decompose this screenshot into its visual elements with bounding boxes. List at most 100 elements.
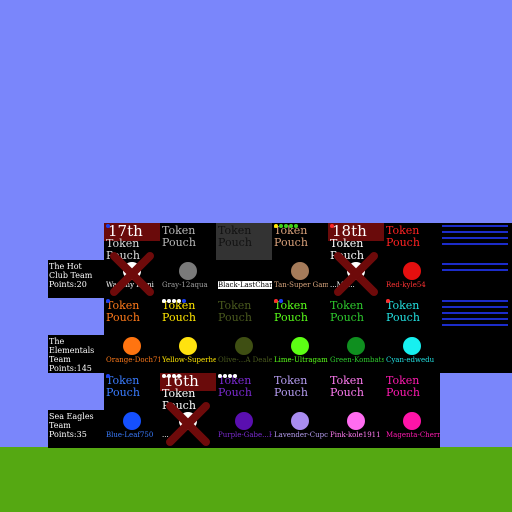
token-pouch-line1: Token: [386, 224, 420, 237]
player-name: Lavender-Cupcake23: [274, 431, 328, 439]
player-slot[interactable]: Cyan-edwedu: [384, 335, 440, 373]
player-slot[interactable]: Green-Kombatstorm: [328, 335, 384, 373]
token-pip: [172, 374, 176, 378]
player-slot[interactable]: Orange-Doch71: [104, 335, 160, 373]
player-slot[interactable]: Black-LastChance: [216, 260, 272, 298]
player-token: [123, 337, 141, 355]
token-pip: [294, 224, 298, 228]
player-name: Yellow-Superhero Ahmed: [162, 356, 216, 364]
token-pouch-line1: Token: [330, 374, 364, 387]
player-name: Olive-...A Dealer_Mix: [218, 356, 272, 364]
token-pip: [162, 374, 166, 378]
side-panel-text: [442, 225, 508, 227]
token-pouch-line1: Token: [218, 224, 252, 237]
token-pouch-line1: Token: [330, 237, 364, 250]
player-slot[interactable]: Olive-...A Dealer_Mix: [216, 335, 272, 373]
player-slot[interactable]: Lime-Ultragamer564: [272, 335, 328, 373]
token-pouch-line2: Pouch: [162, 236, 196, 249]
token-pip: [167, 374, 171, 378]
side-panel-text: [442, 231, 508, 233]
token-pouch-line2: Pouch: [106, 249, 140, 261]
player-name: Wa...my moni: [106, 281, 154, 289]
player-name: Blue-Leaf750: [106, 431, 154, 439]
player-slot[interactable]: ...Ma...: [328, 252, 384, 298]
token-pip: [233, 374, 237, 378]
player-slot[interactable]: Yellow-Superhero Ahmed: [160, 335, 216, 373]
player-slot[interactable]: Red-kyle54: [384, 260, 440, 298]
player-slot[interactable]: ...: [160, 402, 216, 448]
player-slot[interactable]: Magenta-Cherry: [384, 410, 440, 448]
side-panel-text: [442, 243, 508, 245]
token-pouch-line1: Token: [274, 299, 308, 312]
eliminated-x-icon: [110, 252, 154, 296]
player-token: [235, 262, 253, 280]
token-pouch-line2: Pouch: [106, 311, 140, 324]
player-slot[interactable]: Pink-kole1911: [328, 410, 384, 448]
player-token: [123, 412, 141, 430]
player-slot[interactable]: Purple-Gabe...H: [216, 410, 272, 448]
side-panel-text: [442, 263, 508, 265]
token-pip: [177, 299, 181, 303]
side-panel-text: [442, 324, 508, 326]
token-pouch-line1: Token: [162, 224, 196, 237]
token-pip: [167, 299, 171, 303]
token-pouch-line1: Token: [274, 374, 308, 387]
player-slot[interactable]: Gray-12aqua: [160, 260, 216, 298]
player-name: Pink-kole1911: [330, 431, 381, 439]
player-token: [235, 337, 253, 355]
token-pouch-line2: Pouch: [330, 249, 364, 261]
player-token: [403, 337, 421, 355]
token-pouch-line2: Pouch: [386, 386, 420, 399]
ground: [0, 447, 512, 512]
token-pouch-line1: Token: [162, 387, 196, 400]
team-name: Sea Eagles Team: [49, 412, 94, 430]
team-points: Points:145: [49, 364, 92, 373]
eliminated-x-icon: [334, 252, 378, 296]
player-token: [235, 412, 253, 430]
player-slot[interactable]: Blue-Leaf750: [104, 410, 160, 448]
token-pip: [106, 374, 110, 378]
token-pip: [284, 224, 288, 228]
player-token: [179, 262, 197, 280]
eliminated-x-icon: [166, 402, 210, 446]
player-slot[interactable]: Lavender-Cupcake23: [272, 410, 328, 448]
token-pouch-line2: Pouch: [162, 399, 196, 411]
side-panel-text: [442, 318, 508, 320]
player-token: [179, 337, 197, 355]
side-panel: [440, 223, 512, 298]
player-slot[interactable]: Tan-Super Gaming: [272, 260, 328, 298]
token-pip: [289, 224, 293, 228]
team-points: Points:35: [49, 430, 87, 439]
player-name: Magenta-Cherry: [386, 431, 440, 439]
player-slot[interactable]: Wa...my moni: [104, 252, 160, 298]
